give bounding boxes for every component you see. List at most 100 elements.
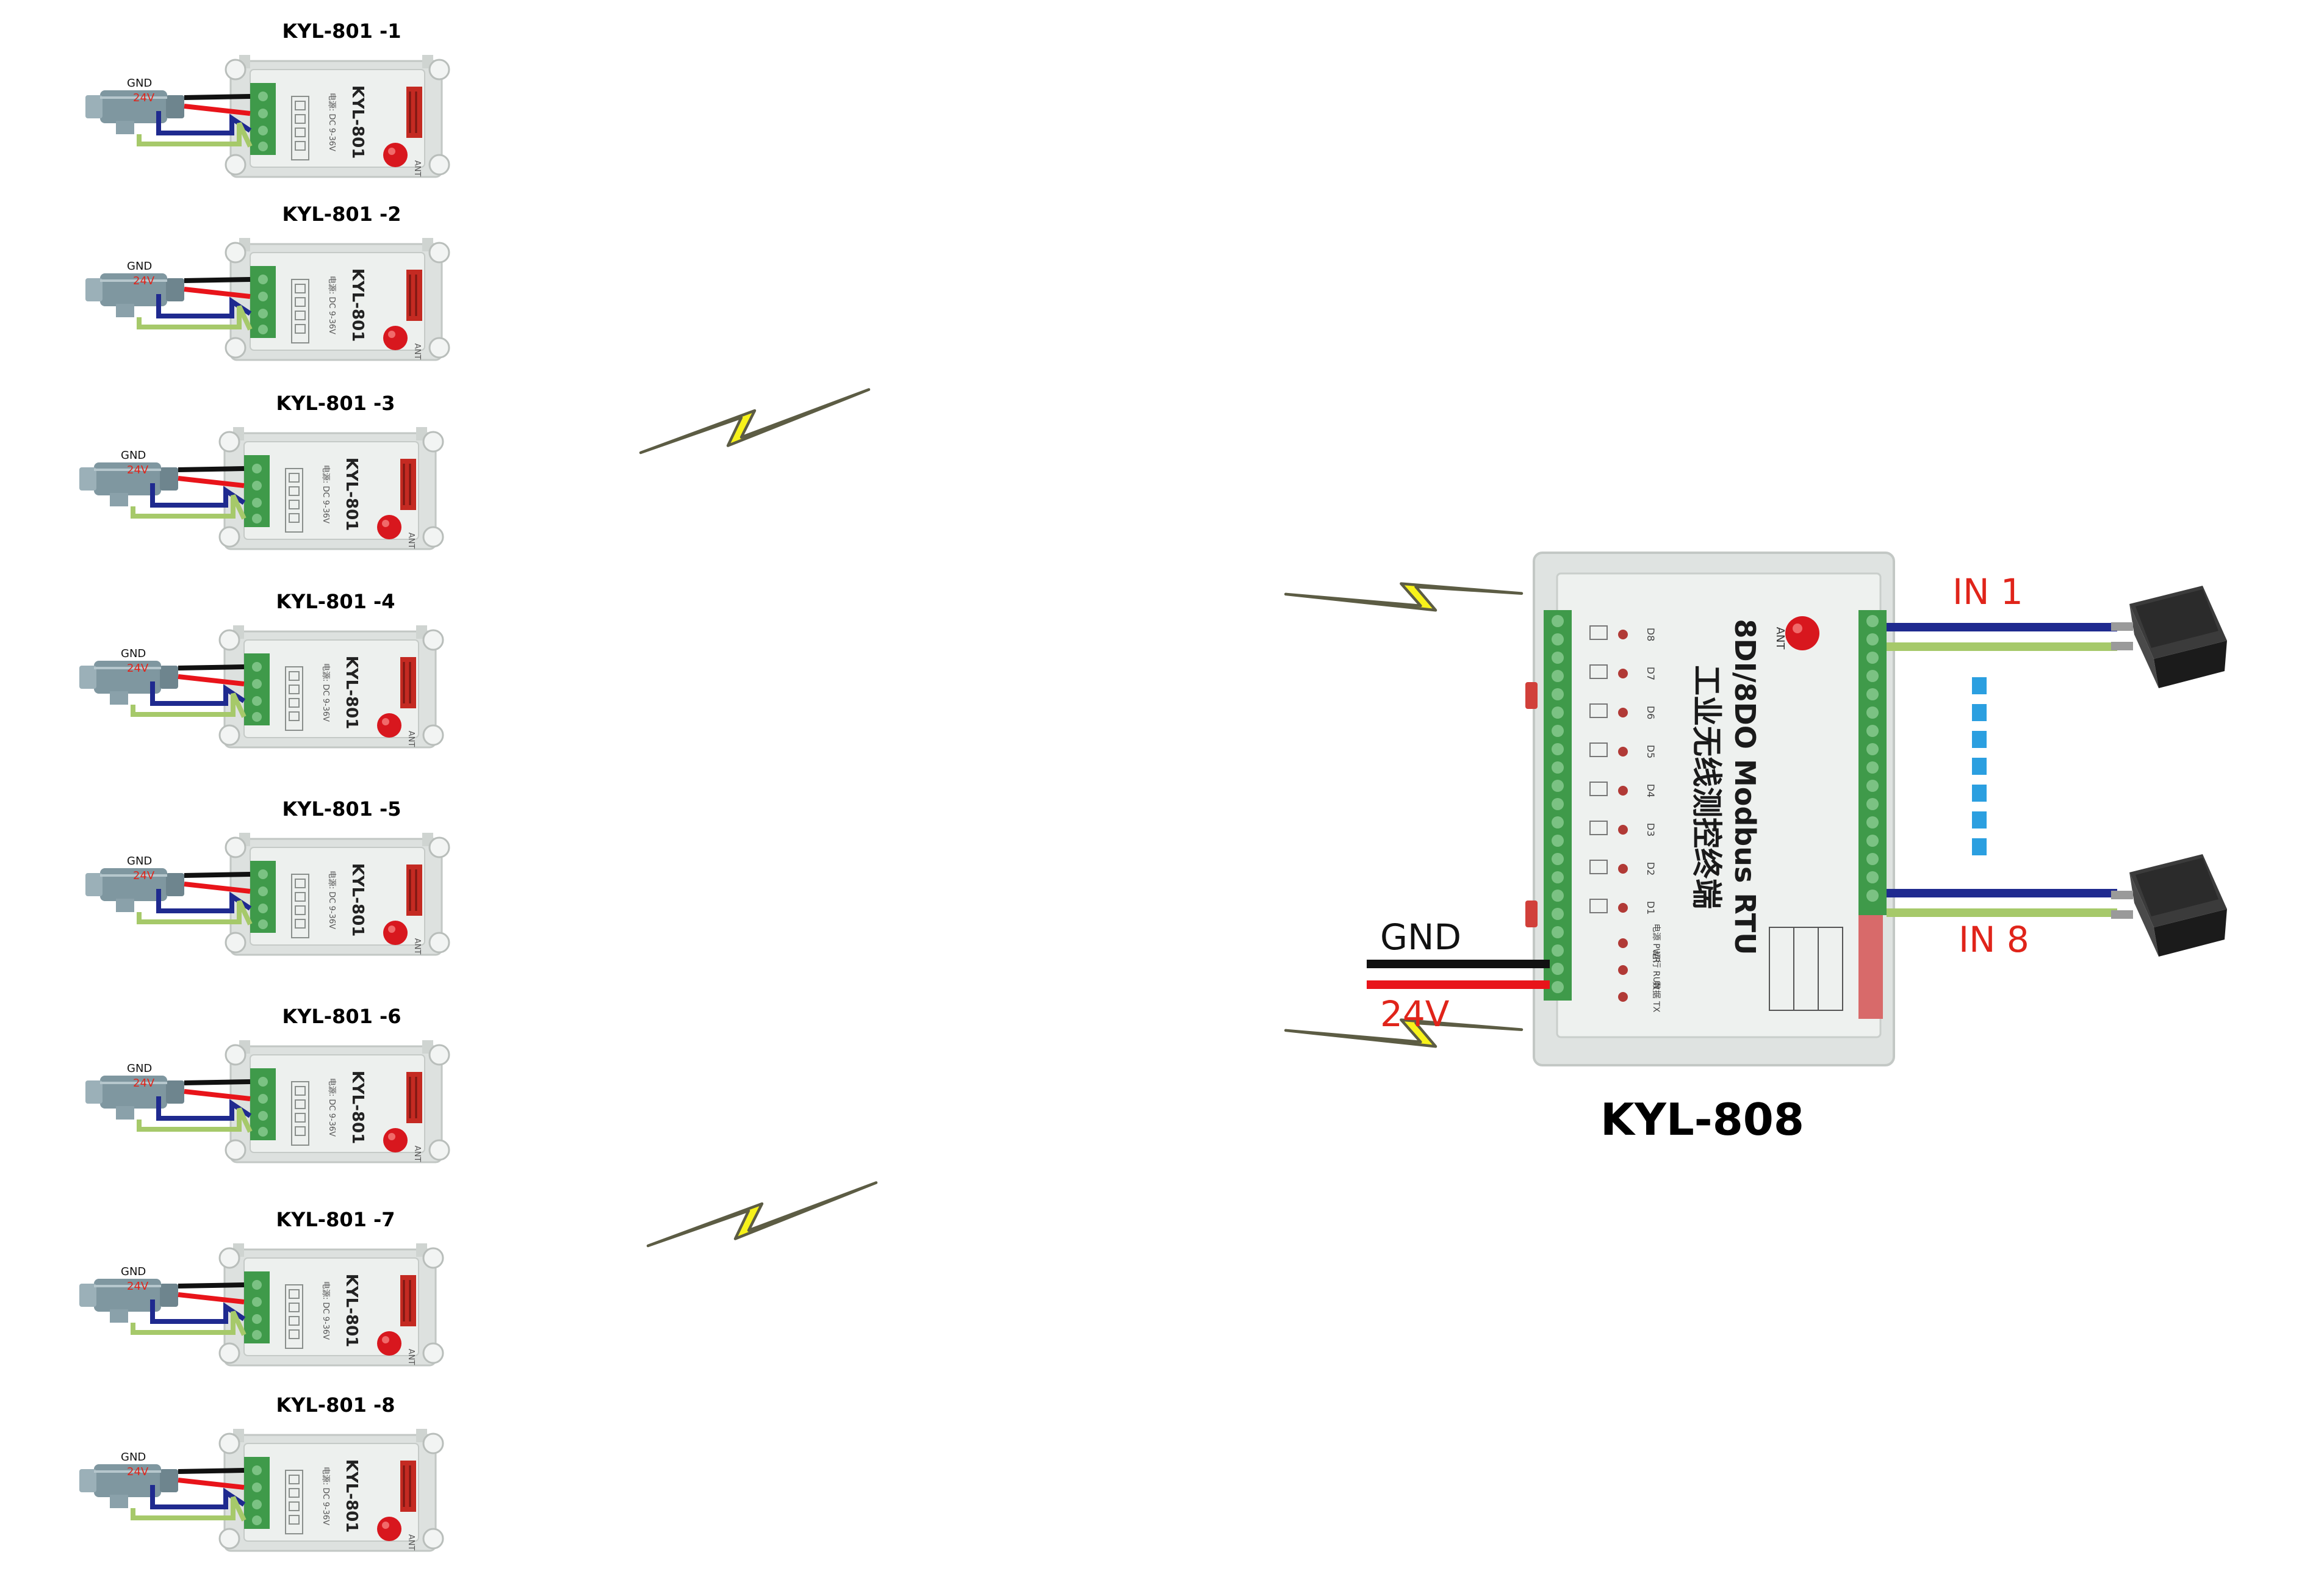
sensor-title: KYL-801 -5 (282, 797, 401, 821)
terminal-screw (1866, 615, 1879, 627)
sensor-model-label: KYL-801 (348, 863, 367, 937)
switch-in1-icon (2111, 586, 2227, 688)
sensor-title: KYL-801 -4 (276, 590, 395, 613)
sensor-gnd-label: GND (121, 449, 146, 462)
terminal-screw (1552, 853, 1564, 865)
sensor-model-label: KYL-801 (342, 458, 361, 531)
rtu-gnd-label: GND (1380, 916, 1461, 958)
terminal-screw (1866, 706, 1879, 719)
sensor-24v-label: 24V (127, 662, 149, 675)
sensor-module-icon (79, 427, 443, 549)
sensor-title: KYL-801 -2 (282, 203, 401, 226)
sensor-title: KYL-801 -1 (282, 20, 401, 43)
terminal-screw (1552, 890, 1564, 902)
wireless-signal-icon (641, 390, 869, 453)
terminal-screw (1866, 652, 1879, 664)
io-box (1589, 664, 1608, 679)
terminal-screw (1866, 633, 1879, 645)
terminal-screw (1552, 798, 1564, 810)
sensor-module-icon (85, 1040, 449, 1162)
sensor-unit: KYL-801 -2 GND 24V KYL-801 电源: DC 9-36V ANT (85, 203, 449, 360)
terminal-screw (1552, 963, 1564, 975)
sensor-module-icon (85, 238, 449, 360)
io-label: D1 (1645, 901, 1657, 915)
terminal-screw (1866, 853, 1879, 865)
io-label: D7 (1645, 667, 1657, 681)
sensor-module-icon (85, 55, 449, 177)
io-led (1618, 747, 1628, 757)
dash-segment (1972, 785, 1987, 802)
sensor-24v-label: 24V (127, 464, 149, 476)
in1-label: IN 1 (1952, 571, 2023, 613)
sensor-24v-label: 24V (133, 869, 155, 882)
sensor-ant-label: ANT (412, 343, 422, 360)
sensor-model-label: KYL-801 (348, 268, 367, 342)
sensor-title: KYL-801 -7 (276, 1208, 395, 1231)
sensor-spec-label: 电源: DC 9-36V (321, 663, 330, 722)
sensor-model-label: KYL-801 (342, 1274, 361, 1348)
terminal-screw (1866, 780, 1879, 792)
dash-segment (1972, 758, 1987, 775)
io-label: D4 (1645, 784, 1657, 798)
sensor-spec-label: 电源: DC 9-36V (327, 276, 336, 334)
terminal-screw (1866, 798, 1879, 810)
io-led (1618, 903, 1628, 913)
terminal-screw (1552, 761, 1564, 774)
sensor-ant-label: ANT (406, 731, 416, 747)
sensor-model-label: KYL-801 (348, 1071, 367, 1145)
sensor-title: KYL-801 -8 (276, 1393, 395, 1417)
sensor-model-label: KYL-801 (342, 656, 361, 730)
io-led (1618, 786, 1628, 796)
sensor-ant-label: ANT (406, 1349, 416, 1365)
status-led (1618, 938, 1628, 948)
io-box (1589, 782, 1608, 796)
rtu-24v-label: 24V (1380, 993, 1450, 1035)
io-led (1618, 630, 1628, 639)
io-box (1589, 625, 1608, 640)
terminal-screws (1552, 615, 1879, 993)
terminal-screw (1866, 688, 1879, 700)
sensor-ant-label: ANT (412, 938, 422, 955)
terminal-screw (1552, 615, 1564, 627)
terminal-screw (1866, 725, 1879, 737)
terminal-screw (1552, 926, 1564, 938)
sensor-title: KYL-801 -6 (282, 1005, 401, 1028)
terminal-screw (1552, 871, 1564, 883)
sensor-24v-label: 24V (133, 275, 155, 287)
dash-segment (1972, 838, 1987, 855)
io-label: D5 (1645, 745, 1657, 759)
terminal-screw (1552, 725, 1564, 737)
terminal-screw (1552, 670, 1564, 682)
sensor-gnd-label: GND (127, 260, 152, 273)
sensor-24v-label: 24V (133, 92, 155, 104)
intermediate-inputs-indicator (1972, 677, 1987, 855)
terminal-screw (1866, 816, 1879, 829)
sensor-spec-label: 电源: DC 9-36V (327, 871, 336, 929)
status-label: 数据 TX (1651, 982, 1661, 1013)
io-label: D6 (1645, 706, 1657, 720)
io-box (1589, 821, 1608, 835)
in8-label: IN 8 (1959, 919, 2029, 960)
dash-segment (1972, 677, 1987, 694)
dash-segment (1972, 811, 1987, 829)
io-label: D2 (1645, 862, 1657, 876)
dash-segment (1972, 704, 1987, 721)
terminal-screw (1552, 652, 1564, 664)
wireless-signal-icon (648, 1183, 876, 1246)
io-box (1589, 703, 1608, 718)
rtu-model-label: KYL-808 (1600, 1094, 1804, 1145)
sensor-ant-label: ANT (406, 1534, 416, 1551)
rtu-ant-label: ANT (1774, 627, 1786, 650)
terminal-screw (1866, 871, 1879, 883)
terminal-screw (1552, 743, 1564, 755)
io-led (1618, 708, 1628, 717)
sensor-module-icon (79, 1429, 443, 1551)
sensor-gnd-label: GND (127, 1062, 152, 1075)
